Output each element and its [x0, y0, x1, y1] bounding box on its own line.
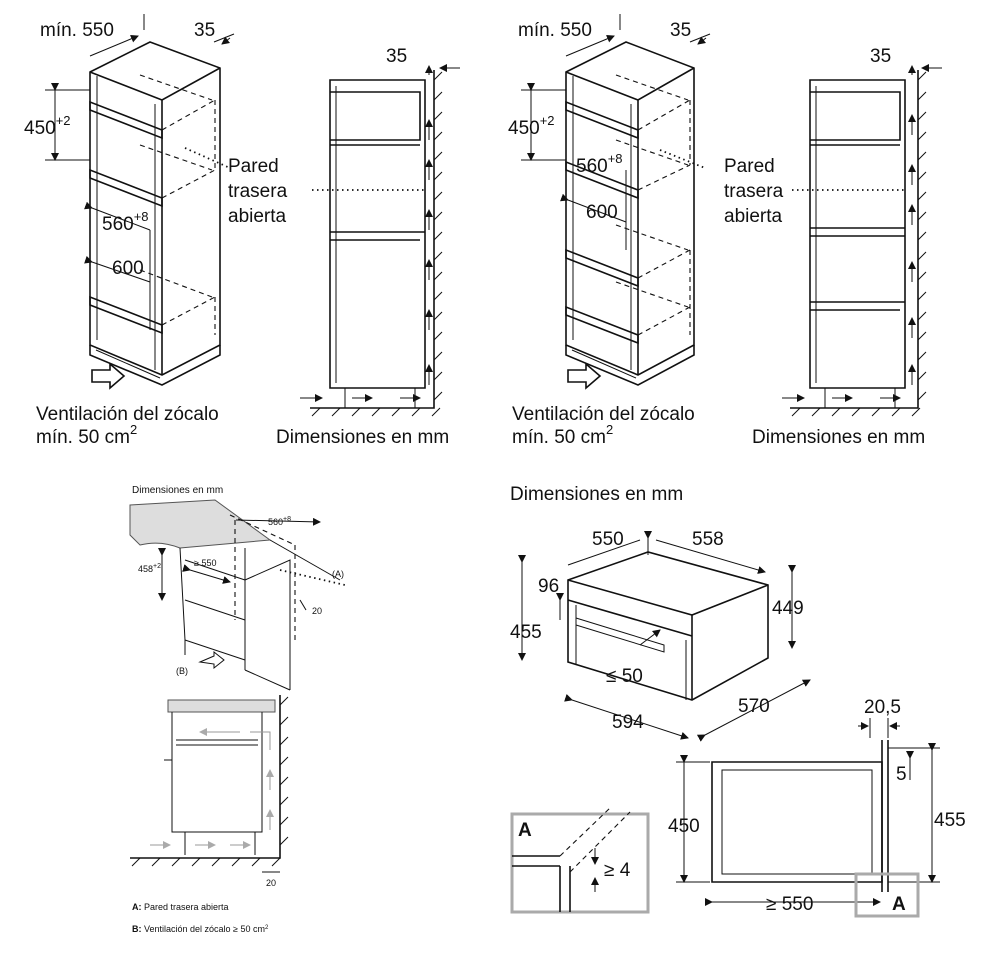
dim-35-top: 35 — [670, 20, 691, 41]
dim-96: 96 — [538, 576, 559, 597]
dim-20-5: 20,5 — [864, 697, 901, 718]
dim-455: 455 — [510, 622, 542, 643]
dim-560: 560+8 — [576, 151, 623, 177]
sectional-view-drawing — [130, 695, 289, 873]
dims-caption: Dimensiones en mm — [752, 427, 925, 448]
dim-560: 560+8 — [268, 516, 291, 527]
side-view-drawing — [782, 64, 942, 417]
caption: Dimensiones en mm — [132, 485, 223, 496]
dim-50: ≤ 50 — [606, 666, 643, 687]
dim-35-side: 35 — [386, 46, 407, 67]
dim-600: 600 — [586, 202, 618, 223]
legend-a: A: Pared trasera abierta — [132, 902, 229, 912]
dim-455-section: 455 — [934, 810, 966, 831]
panel-top-left: mín. 550 35 450+2 560+8 600 — [24, 14, 460, 448]
panel-top-right: mín. 550 35 450+2 560+8 600 — [508, 14, 942, 448]
dim-min-550: mín. 550 — [518, 20, 592, 41]
dim-600: 600 — [112, 258, 144, 279]
legend-b: B: Ventilación del zócalo ≥ 50 cm2 — [132, 924, 269, 934]
panel-bottom-left: Dimensiones en mm 560+8 458+2 ≥ 550 (A) … — [129, 485, 346, 934]
dim-550: ≥ 550 — [194, 558, 216, 568]
dim-20-bottom: 20 — [266, 878, 276, 888]
vent-label-line1: Ventilación del zócalo — [36, 404, 219, 425]
marker-a: A — [892, 894, 906, 915]
caption: Dimensiones en mm — [510, 484, 683, 505]
wall-label-line3: abierta — [724, 206, 783, 227]
oven-cross-section-drawing — [676, 718, 940, 918]
wall-label-line1: Pared — [724, 156, 775, 177]
dims-caption: Dimensiones en mm — [276, 427, 449, 448]
dim-550: 550 — [592, 529, 624, 550]
tall-cabinet-drawing — [565, 41, 695, 390]
dim-35-side: 35 — [870, 46, 891, 67]
panel-bottom-right: Dimensiones en mm 550 558 96 449 455 ≤ 5… — [510, 484, 966, 918]
vent-label-line1: Ventilación del zócalo — [512, 404, 695, 425]
dim-594: 594 — [612, 712, 644, 733]
dim-458: 458+2 — [138, 563, 161, 574]
label-b: (B) — [176, 666, 188, 676]
airflow-arrows — [300, 64, 460, 402]
dim-558: 558 — [692, 529, 724, 550]
label-a: (A) — [332, 569, 344, 579]
oven-isometric-drawing — [518, 538, 811, 742]
wall-label-line1: Pared — [228, 156, 279, 177]
vent-label-line2: mín. 50 cm2 — [36, 422, 137, 448]
side-view-drawing — [300, 64, 460, 417]
dim-min-4: ≥ 4 — [604, 860, 631, 881]
detail-a-title: A — [518, 820, 532, 841]
wall-label-line3: abierta — [228, 206, 287, 227]
dim-450: 450+2 — [24, 113, 71, 139]
dim-570: 570 — [738, 696, 770, 717]
tall-cabinet-drawing — [89, 41, 221, 390]
wall-label-line2: trasera — [228, 181, 288, 202]
detail-a-drawing — [510, 807, 650, 914]
vent-label-line2: mín. 50 cm2 — [512, 422, 613, 448]
dim-35-top: 35 — [194, 20, 215, 41]
dim-20-top: 20 — [312, 606, 322, 616]
dim-5: 5 — [896, 764, 907, 785]
dim-550-min: ≥ 550 — [766, 894, 813, 915]
dim-560: 560+8 — [102, 209, 149, 235]
worktop-drawing — [129, 499, 346, 691]
dim-450: 450+2 — [508, 113, 555, 139]
wall-label-line2: trasera — [724, 181, 784, 202]
dim-449: 449 — [772, 598, 804, 619]
dim-min-550: mín. 550 — [40, 20, 114, 41]
dim-450-section: 450 — [668, 816, 700, 837]
wall-hatch — [311, 71, 443, 417]
